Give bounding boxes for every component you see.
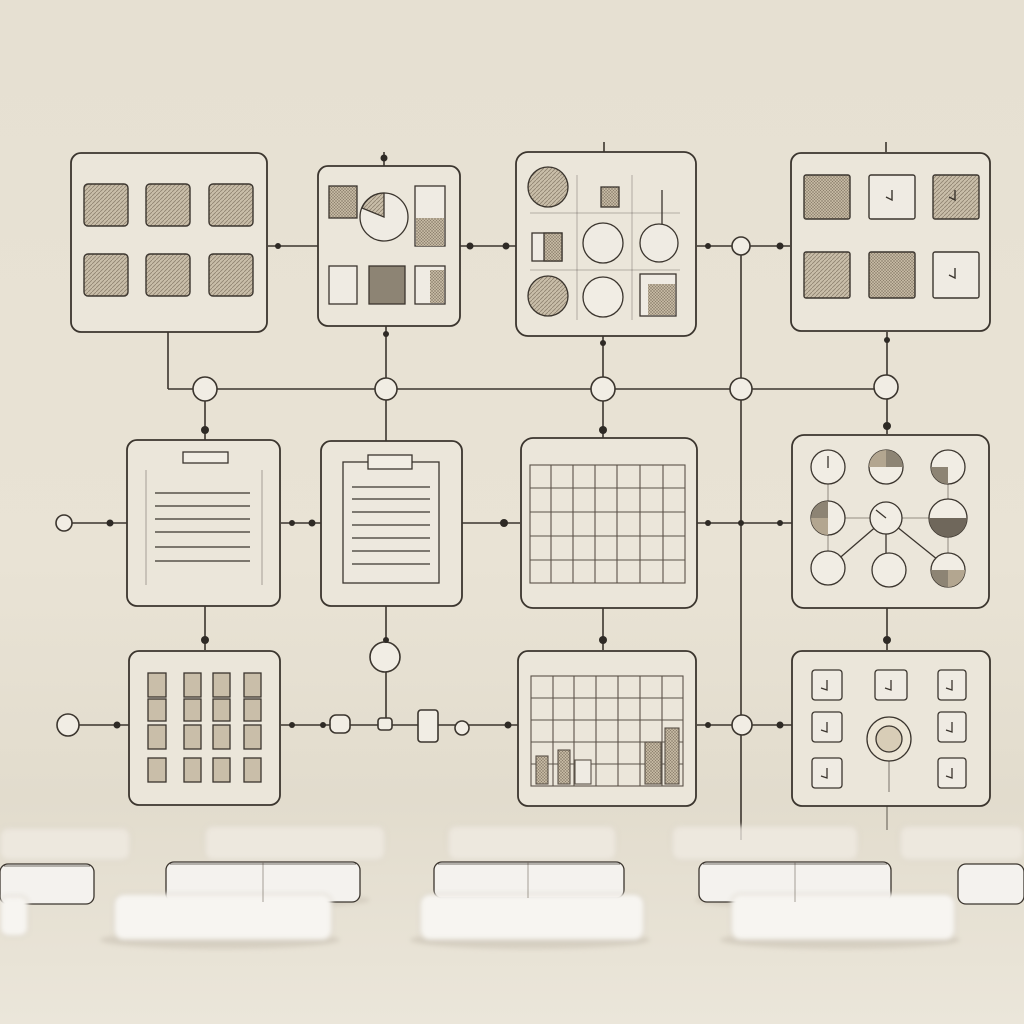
panel-row1-c-charts [527,166,680,320]
junction-node [55,514,73,532]
panel-row2-b-clipboard [342,454,440,584]
panel-row3-a-cells [147,672,262,783]
junction-node [417,709,439,743]
junction-nodes [55,236,899,743]
panel-row3-a [128,650,281,806]
junction-node [454,720,470,736]
junction-node [377,717,393,731]
junction-node [729,377,753,401]
panel-row1-d-tiles [803,174,980,299]
panel-row3-d-icons [811,669,967,792]
junction-node [731,714,753,736]
panel-row2-d-network [810,449,968,588]
junction-node [590,376,616,402]
panel-row3-c-gridbars [530,675,684,787]
junction-node [873,374,899,400]
panel-row2-c [520,437,698,609]
panel-row1-a-tiles [83,183,254,297]
junction-node [329,714,351,734]
junction-node [731,236,751,256]
panel-row1-b-charts [328,185,446,305]
junction-node [374,377,398,401]
panel-row1-a [70,152,268,333]
junction-node [192,376,218,402]
junction-node [56,713,80,737]
junction-node [369,641,401,673]
panel-row2-a [126,439,281,607]
panel-row2-a-clipboard [145,451,263,585]
panel-row2-c-grid [529,464,686,584]
